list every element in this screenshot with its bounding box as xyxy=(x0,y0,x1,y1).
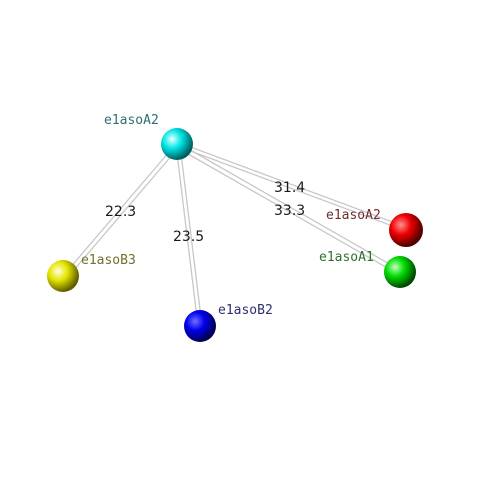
atom-label-blue: e1asoB2 xyxy=(218,303,273,318)
distance-line-to-red xyxy=(176,141,407,232)
atom-blue-sphere[interactable] xyxy=(184,310,216,342)
atom-red-sphere[interactable] xyxy=(389,213,423,247)
distance-label-to-b3: 22.3 xyxy=(105,204,136,220)
distance-label-to-b2: 23.5 xyxy=(173,229,204,245)
distance-line-to-green xyxy=(175,142,401,275)
distance-line-to-b3 xyxy=(62,144,180,279)
distance-label-to-red: 31.4 xyxy=(274,180,305,196)
distance-label-to-green: 33.3 xyxy=(274,203,305,219)
atom-label-cyan: e1asoA2 xyxy=(104,113,159,128)
atom-yellow-sphere[interactable] xyxy=(47,260,79,292)
atom-label-yellow: e1asoB3 xyxy=(81,253,136,268)
atom-green-sphere[interactable] xyxy=(384,256,416,288)
atom-label-green: e1asoA1 xyxy=(319,250,374,265)
atom-label-red: e1asoA2 xyxy=(326,208,381,223)
atom-cyan-sphere[interactable] xyxy=(161,128,193,160)
distance-line-to-b2 xyxy=(175,144,203,327)
